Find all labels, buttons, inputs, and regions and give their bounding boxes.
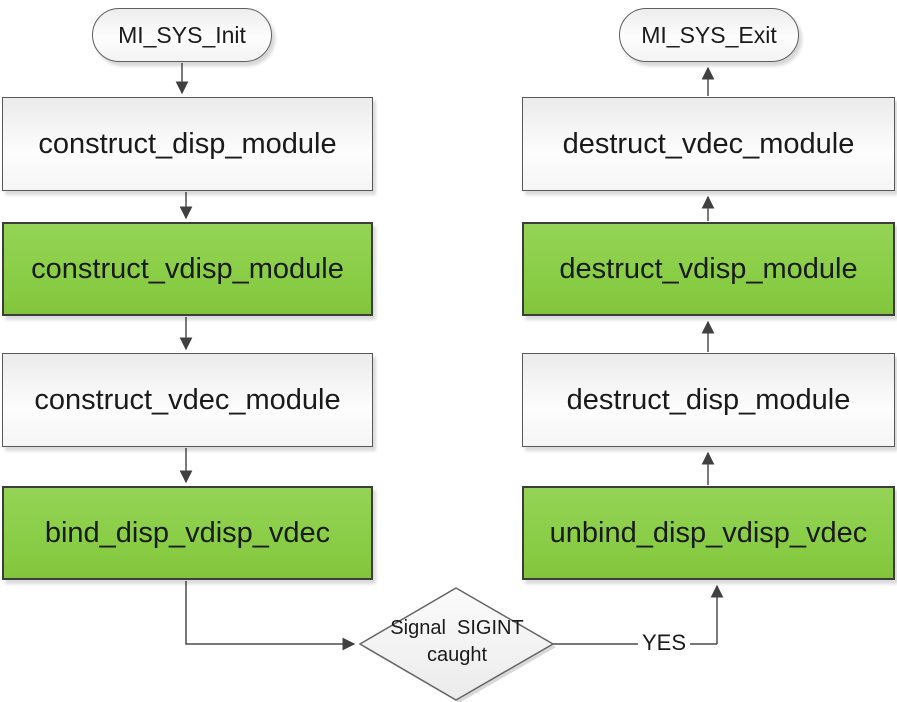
process-bind-disp-vdisp-vdec: bind_disp_vdisp_vdec [2, 486, 373, 580]
process-construct-disp-module: construct_disp_module [2, 97, 373, 191]
process-destruct-disp-module: destruct_disp_module [522, 353, 895, 447]
edge-label-yes: YES [638, 630, 690, 656]
process-label: bind_disp_vdisp_vdec [44, 516, 331, 549]
process-unbind-disp-vdisp-vdec: unbind_disp_vdisp_vdec [522, 486, 895, 580]
process-label: construct_vdec_module [34, 383, 341, 416]
terminal-mi-sys-exit-label: MI_SYS_Exit [641, 21, 777, 48]
process-destruct-vdec-module: destruct_vdec_module [522, 97, 895, 191]
decision-label-line1: Signal SIGINT [390, 617, 524, 639]
arrow-bind-to-decision [185, 581, 356, 651]
process-construct-vdec-module: construct_vdec_module [2, 353, 373, 447]
process-label: destruct_vdec_module [562, 127, 855, 160]
process-label: destruct_disp_module [566, 383, 851, 416]
decision-label: Signal SIGINT caught [362, 615, 552, 669]
process-label: construct_disp_module [38, 127, 337, 160]
decision-label-line2: caught [426, 644, 488, 666]
decision-diamond [358, 587, 555, 701]
terminal-mi-sys-init: MI_SYS_Init [92, 8, 272, 62]
process-label: destruct_vdisp_module [559, 252, 858, 285]
process-construct-vdisp-module: construct_vdisp_module [2, 222, 373, 316]
terminal-mi-sys-init-label: MI_SYS_Init [118, 21, 246, 48]
process-label: unbind_disp_vdisp_vdec [549, 516, 868, 549]
terminal-mi-sys-exit: MI_SYS_Exit [619, 8, 799, 62]
process-destruct-vdisp-module: destruct_vdisp_module [522, 222, 895, 316]
process-label: construct_vdisp_module [31, 252, 344, 285]
